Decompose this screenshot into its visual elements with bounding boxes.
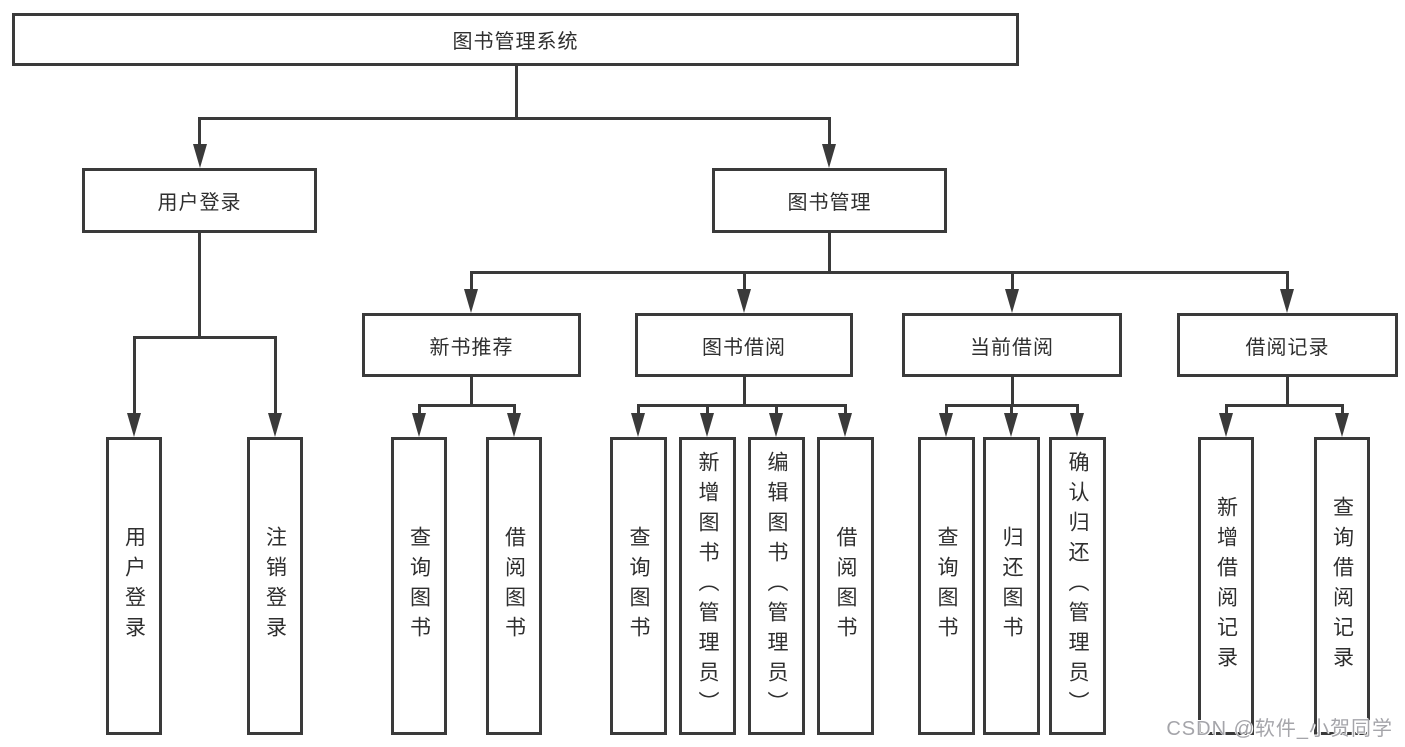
leaf-borrow-borrow-books: 借阅图书 — [817, 437, 874, 735]
arrowhead-down-icon — [838, 413, 852, 437]
connector-vline — [828, 117, 831, 145]
node-label: 用户登录 — [157, 192, 242, 214]
connector-vline — [470, 271, 473, 291]
connector-vline — [418, 404, 421, 415]
connector-vline — [515, 66, 518, 118]
leaf-label: 查询图书 — [935, 526, 958, 646]
arrowhead-down-icon — [822, 144, 836, 168]
connector-hline — [198, 117, 831, 120]
leaf-label: 编辑图书（管理员） — [765, 451, 788, 721]
leaf-borrow-query-books: 查询图书 — [610, 437, 667, 735]
node-new-book-recommend: 新书推荐 — [362, 313, 581, 377]
arrowhead-down-icon — [737, 289, 751, 313]
node-book-borrow: 图书借阅 — [635, 313, 853, 377]
connector-vline — [1010, 404, 1013, 415]
arrowhead-down-icon — [1070, 413, 1084, 437]
connector-vline — [1341, 404, 1344, 415]
node-label: 图书管理 — [787, 192, 872, 214]
connector-vline — [1225, 404, 1228, 415]
leaf-records-add-record: 新增借阅记录 — [1198, 437, 1254, 735]
node-user-login: 用户登录 — [82, 168, 317, 233]
connector-vline — [743, 271, 746, 291]
leaf-label: 新增借阅记录 — [1214, 496, 1238, 676]
leaf-label: 新增图书（管理员） — [696, 451, 719, 721]
node-label: 图书借阅 — [702, 336, 786, 359]
arrowhead-down-icon — [1335, 413, 1349, 437]
leaf-label: 注销登录 — [263, 526, 287, 646]
node-label: 当前借阅 — [970, 336, 1054, 359]
connector-vline — [470, 377, 473, 407]
leaf-label: 查询图书 — [627, 526, 650, 646]
connector-vline — [1011, 271, 1014, 291]
connector-vline — [743, 377, 746, 407]
arrowhead-down-icon — [268, 413, 282, 437]
leaf-records-query-record: 查询借阅记录 — [1314, 437, 1370, 735]
leaf-label: 借阅图书 — [502, 526, 526, 646]
arrowhead-down-icon — [1280, 289, 1294, 313]
leaf-label: 确认归还（管理员） — [1066, 451, 1089, 721]
arrowhead-down-icon — [1004, 413, 1018, 437]
connector-vline — [945, 404, 948, 415]
arrowhead-down-icon — [769, 413, 783, 437]
arrowhead-down-icon — [631, 413, 645, 437]
connector-hline — [1225, 404, 1344, 407]
arrowhead-down-icon — [1005, 289, 1019, 313]
node-book-management: 图书管理 — [712, 168, 947, 233]
arrowhead-down-icon — [700, 413, 714, 437]
leaf-label: 查询借阅记录 — [1330, 496, 1354, 676]
connector-vline — [775, 404, 778, 415]
leaf-current-query-books: 查询图书 — [918, 437, 975, 735]
leaf-logout: 注销登录 — [247, 437, 303, 735]
connector-hline — [133, 336, 277, 339]
connector-vline — [1286, 271, 1289, 291]
arrowhead-down-icon — [127, 413, 141, 437]
leaf-borrow-add-books-admin: 新增图书（管理员） — [679, 437, 736, 735]
connector-vline — [828, 233, 831, 274]
connector-vline — [513, 404, 516, 415]
connector-hline — [637, 404, 847, 407]
connector-vline — [844, 404, 847, 415]
connector-vline — [637, 404, 640, 415]
arrowhead-down-icon — [412, 413, 426, 437]
connector-vline — [133, 336, 136, 414]
arrowhead-down-icon — [193, 144, 207, 168]
connector-vline — [1076, 404, 1079, 415]
csdn-watermark: CSDN @软件_小贺同学 — [1166, 718, 1393, 740]
arrowhead-down-icon — [1219, 413, 1233, 437]
leaf-current-confirm-return-admin: 确认归还（管理员） — [1049, 437, 1106, 735]
connector-vline — [274, 336, 277, 414]
node-borrow-records: 借阅记录 — [1177, 313, 1398, 377]
connector-vline — [1286, 377, 1289, 407]
leaf-user-login: 用户登录 — [106, 437, 162, 735]
connector-vline — [706, 404, 709, 415]
node-label: 新书推荐 — [429, 336, 514, 359]
arrowhead-down-icon — [464, 289, 478, 313]
node-root-book-management-system: 图书管理系统 — [12, 13, 1019, 66]
leaf-label: 归还图书 — [1000, 526, 1023, 646]
leaf-label: 查询图书 — [407, 526, 431, 646]
leaf-recommend-borrow-books: 借阅图书 — [486, 437, 542, 735]
connector-vline — [198, 117, 201, 145]
leaf-label: 用户登录 — [122, 526, 146, 646]
node-label: 图书管理系统 — [452, 31, 579, 53]
connector-hline — [418, 404, 516, 407]
arrowhead-down-icon — [939, 413, 953, 437]
connector-vline — [198, 233, 201, 339]
node-label: 借阅记录 — [1245, 336, 1330, 359]
connector-vline — [1011, 377, 1014, 407]
leaf-current-return-books: 归还图书 — [983, 437, 1040, 735]
node-current-borrow: 当前借阅 — [902, 313, 1122, 377]
leaf-borrow-edit-books-admin: 编辑图书（管理员） — [748, 437, 805, 735]
connector-hline — [470, 271, 1289, 274]
arrowhead-down-icon — [507, 413, 521, 437]
leaf-recommend-query-books: 查询图书 — [391, 437, 447, 735]
leaf-label: 借阅图书 — [834, 526, 857, 646]
